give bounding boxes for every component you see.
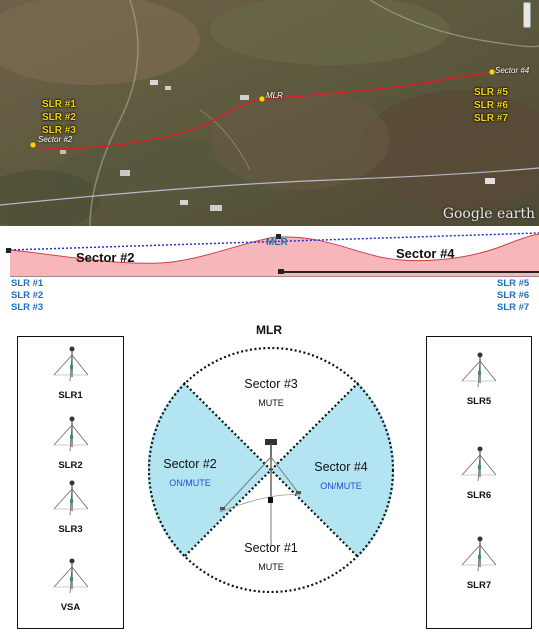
slr-box-right: SLR5 SLR6 SLR7 [426,336,532,629]
profile-sector-right: Sector #4 [396,246,455,261]
slr2-unit: SLR2 [18,415,123,471]
slr1-unit: SLR1 [18,345,123,401]
sector-1-state: MUTE [258,562,284,572]
google-earth-logo: Google earth [442,206,535,222]
pin-icon[interactable] [29,141,37,149]
map-label: SLR #1 [42,99,76,110]
sector-4-name: Sector #4 [314,460,368,474]
slr-name: SLR5 [466,396,492,407]
profile-sector-left: Sector #2 [76,250,135,265]
pin-icon[interactable] [488,68,496,76]
slr-list-item: SLR #5 [497,278,530,289]
slr-list-item: SLR #2 [11,290,44,301]
sector-3-fill[interactable] [183,346,359,470]
slr6-unit: SLR6 [427,445,531,501]
slr-list-left: SLR #1 SLR #2 SLR #3 [11,278,43,314]
slr-name: SLR6 [466,490,492,501]
tripod-icon [461,446,497,482]
slr-list-item: SLR #1 [11,278,44,289]
map-terrain [0,0,539,226]
sector-2-state: ON/MUTE [169,478,211,488]
slr-name: SLR2 [58,460,83,471]
mlr-tripod-icon [219,439,301,547]
pin-label-mlr: MLR [266,91,283,100]
mlr-title: MLR [256,323,282,337]
map-slr-right-labels: SLR #5 SLR #6 SLR #7 [474,86,508,125]
vsa-unit: VSA [18,557,123,613]
slr-name: VSA [60,602,81,613]
slr-name: SLR7 [466,580,492,591]
sector-2-fill[interactable] [147,382,271,558]
map-label: SLR #2 [42,112,76,123]
sector-3-name: Sector #3 [244,377,298,391]
tripod-icon [53,346,88,382]
zoom-slider[interactable] [523,2,531,28]
sector-4-state: ON/MUTE [320,481,362,491]
slr-name: SLR3 [58,524,83,535]
elevation-profile: Sector #2 Sector #4 [0,231,539,278]
sector-diagram [147,346,395,594]
sector-1-name: Sector #1 [244,541,298,555]
slr-box-left: SLR1 SLR2 SLR3 [17,336,124,629]
tripod-icon [53,558,88,594]
slr-list-item: SLR #6 [497,290,530,301]
map-label: SLR #3 [42,125,76,136]
map-slr-left-labels: SLR #1 SLR #2 SLR #3 [42,98,76,137]
slr3-unit: SLR3 [18,479,123,535]
slr-list-item: SLR #3 [11,302,44,313]
tripod-icon [461,536,497,572]
pin-label-sector2: Sector #2 [38,135,73,144]
slr-list-item: SLR #7 [497,302,530,313]
sector-3-state: MUTE [258,398,284,408]
satellite-map: SLR #1 SLR #2 SLR #3 SLR #5 SLR #6 SLR #… [0,0,539,226]
slr-name: SLR1 [58,390,83,401]
profile-mlr-label: MLR [266,237,288,248]
sector-4-fill[interactable] [271,382,395,558]
sector-2-name: Sector #2 [163,457,217,471]
line-of-sight [9,232,539,251]
map-label: SLR #6 [474,100,508,111]
tripod-icon [53,416,88,452]
slr5-unit: SLR5 [427,351,531,407]
sector-circle: Sector #3 MUTE Sector #2 ON/MUTE Sector … [147,346,395,594]
map-label: SLR #7 [474,113,508,124]
pin-label-sector4: Sector #4 [495,66,530,75]
map-label: SLR #5 [474,87,508,98]
slr-list-right: SLR #5 SLR #6 SLR #7 [497,278,529,314]
tripod-icon [461,352,497,388]
slr7-unit: SLR7 [427,535,531,591]
pin-icon[interactable] [258,95,266,103]
tripod-icon [53,480,88,516]
